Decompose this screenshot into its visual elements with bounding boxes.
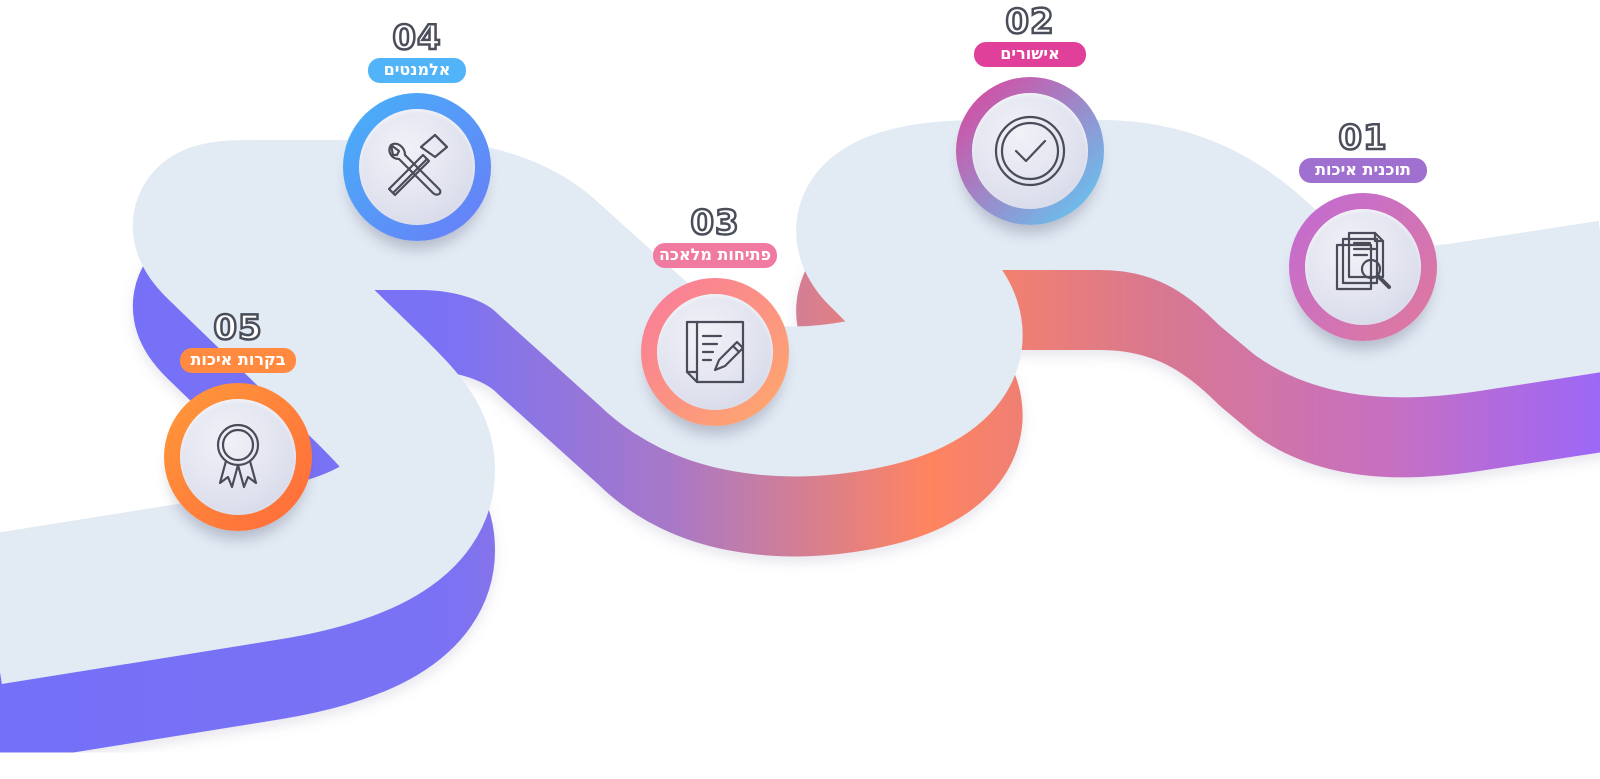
step-badge[interactable] <box>1289 193 1437 341</box>
step-label: אלמנטים <box>367 58 467 83</box>
step-number: 01 <box>1337 118 1388 158</box>
step-number: 02 <box>1004 2 1055 42</box>
award-ribbon-icon <box>216 423 260 489</box>
badge-inner <box>359 109 475 225</box>
badge-inner <box>1305 209 1421 325</box>
step-label: פתיחות מלאכה <box>652 243 778 268</box>
step-label: אישורים <box>974 42 1086 67</box>
road-top-surface <box>0 120 1600 685</box>
document-search-icon <box>1335 231 1391 291</box>
milestone-04[interactable]: 04 אלמנטים <box>337 18 497 241</box>
step-badge[interactable] <box>343 93 491 241</box>
step-badge[interactable] <box>164 383 312 531</box>
badge-inner <box>972 93 1088 209</box>
milestone-01[interactable]: 01 תוכנית איכות <box>1283 118 1443 341</box>
milestone-03[interactable]: 03 פתיחות מלאכה <box>635 203 795 426</box>
step-label: בקרות איכות <box>180 348 296 373</box>
step-label: תוכנית איכות <box>1299 158 1427 183</box>
badge-inner <box>657 294 773 410</box>
milestone-05[interactable]: 05 בקרות איכות <box>158 308 318 531</box>
badge-inner <box>180 399 296 515</box>
tools-icon <box>387 133 449 197</box>
edit-document-icon <box>685 320 745 384</box>
step-number: 03 <box>689 203 740 243</box>
step-number: 05 <box>212 308 263 348</box>
step-badge[interactable] <box>641 278 789 426</box>
milestone-02[interactable]: 02 אישורים <box>950 2 1110 225</box>
step-badge[interactable] <box>956 77 1104 225</box>
step-number: 04 <box>391 18 442 58</box>
checkmark-circle-icon <box>994 115 1066 187</box>
